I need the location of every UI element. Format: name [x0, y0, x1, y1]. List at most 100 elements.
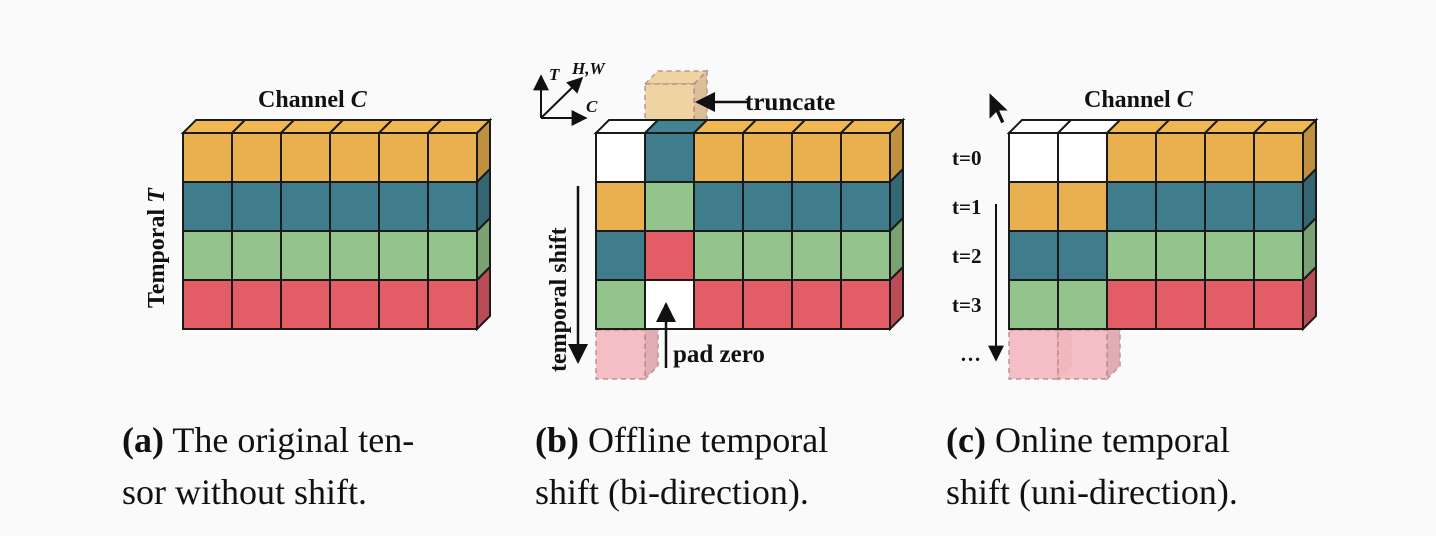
- cube-cell: [1253, 230, 1304, 281]
- cube-cell: [693, 230, 744, 281]
- panel-a-temporal-label: Temporal T: [144, 187, 170, 308]
- pad-zero-label: pad zero: [673, 341, 765, 368]
- cube-cell: [644, 132, 695, 183]
- cube-cell: [378, 132, 429, 183]
- cube-cell: [1155, 181, 1206, 232]
- cube-cell: [693, 132, 744, 183]
- cube-cell: [1057, 132, 1108, 183]
- caption-a: (a) The original ten- sor without shift.: [122, 420, 415, 512]
- cube-cell: [182, 230, 233, 281]
- cube-cell: [1106, 230, 1157, 281]
- panel-c-tensor: [1006, 117, 1319, 332]
- ghost-cube: [595, 329, 646, 380]
- cube-cell: [644, 181, 695, 232]
- cube-cell: [182, 181, 233, 232]
- cube-cell: [742, 230, 793, 281]
- cube-cell: [840, 279, 891, 330]
- cube-cell: [742, 279, 793, 330]
- cube-cell: [231, 230, 282, 281]
- panel-a-channel-label: Channel C: [258, 87, 368, 113]
- cube-cell: [329, 132, 380, 183]
- axis-t-label: T: [549, 65, 560, 84]
- cube-cell: [644, 279, 695, 330]
- caption-b: (b) Offline temporal shift (bi-direction…: [535, 420, 829, 512]
- cube-cell: [1204, 230, 1255, 281]
- cube-cell: [231, 181, 282, 232]
- cube-cell: [329, 230, 380, 281]
- cube-cell: [1057, 181, 1108, 232]
- panel-b-tensor: [593, 117, 906, 332]
- cube-cell: [1155, 279, 1206, 330]
- cube-cell: [644, 230, 695, 281]
- time-label: t=3: [952, 293, 981, 317]
- truncate-label: truncate: [745, 89, 835, 116]
- cube-cell: [378, 181, 429, 232]
- time-label: t=2: [952, 244, 981, 268]
- panel-c-channel-label: Channel C: [1084, 87, 1194, 113]
- cube-cell: [280, 132, 331, 183]
- panel-a-tensor: [180, 117, 493, 332]
- cube-cell: [1106, 279, 1157, 330]
- caption-c: (c) Online temporal shift (uni-direction…: [946, 420, 1238, 512]
- cube-cell: [427, 279, 478, 330]
- cube-cell: [791, 181, 842, 232]
- tensor-shift-diagram: Channel C Temporal T T H,W C truncate pa…: [144, 59, 1319, 381]
- cursor-icon: [988, 90, 1011, 125]
- cube-cell: [595, 181, 646, 232]
- cube-cell: [693, 279, 744, 330]
- cube-cell: [742, 181, 793, 232]
- cube-cell: [1204, 279, 1255, 330]
- axis-c-label: C: [586, 97, 598, 116]
- ghost-cube: [1008, 329, 1059, 380]
- cube-cell: [840, 181, 891, 232]
- time-label: …: [960, 342, 981, 366]
- cube-cell: [280, 230, 331, 281]
- cube-cell: [427, 181, 478, 232]
- cube-cell: [840, 230, 891, 281]
- axis-triad: T H,W C: [533, 59, 606, 126]
- cube-cell: [1204, 132, 1255, 183]
- cube-cell: [791, 132, 842, 183]
- cube-cell: [427, 132, 478, 183]
- cube-cell: [1253, 132, 1304, 183]
- time-label: t=0: [952, 146, 981, 170]
- cube-cell: [329, 181, 380, 232]
- cube-cell: [1253, 279, 1304, 330]
- cube-cell: [329, 279, 380, 330]
- cube-cell: [427, 230, 478, 281]
- cube-cell: [791, 279, 842, 330]
- cube-cell: [595, 230, 646, 281]
- cube-cell: [1106, 181, 1157, 232]
- cube-cell: [1008, 132, 1059, 183]
- cube-cell: [1008, 279, 1059, 330]
- cube-cell: [378, 230, 429, 281]
- temporal-shift-label: temporal shift: [546, 227, 572, 372]
- cube-cell: [742, 132, 793, 183]
- cube-cell: [693, 181, 744, 232]
- cube-cell: [595, 132, 646, 183]
- axis-hw-label: H,W: [571, 59, 606, 78]
- cube-cell: [1008, 230, 1059, 281]
- cube-cell: [1008, 181, 1059, 232]
- cube-cell: [231, 132, 282, 183]
- cube-cell: [1155, 230, 1206, 281]
- cube-cell: [1204, 181, 1255, 232]
- cube-cell: [791, 230, 842, 281]
- cube-cell: [595, 279, 646, 330]
- cube-cell: [1106, 132, 1157, 183]
- cube-cell: [182, 132, 233, 183]
- ghost-cube: [1057, 329, 1108, 380]
- cube-cell: [1057, 279, 1108, 330]
- cube-cell: [1253, 181, 1304, 232]
- cube-cell: [280, 181, 331, 232]
- cube-cell: [231, 279, 282, 330]
- cube-cell: [280, 279, 331, 330]
- cube-cell: [1057, 230, 1108, 281]
- cube-cell: [378, 279, 429, 330]
- cube-cell: [1155, 132, 1206, 183]
- cube-cell: [840, 132, 891, 183]
- time-labels: t=0 t=1 t=2 t=3 …: [952, 146, 981, 366]
- cube-cell: [182, 279, 233, 330]
- time-label: t=1: [952, 195, 981, 219]
